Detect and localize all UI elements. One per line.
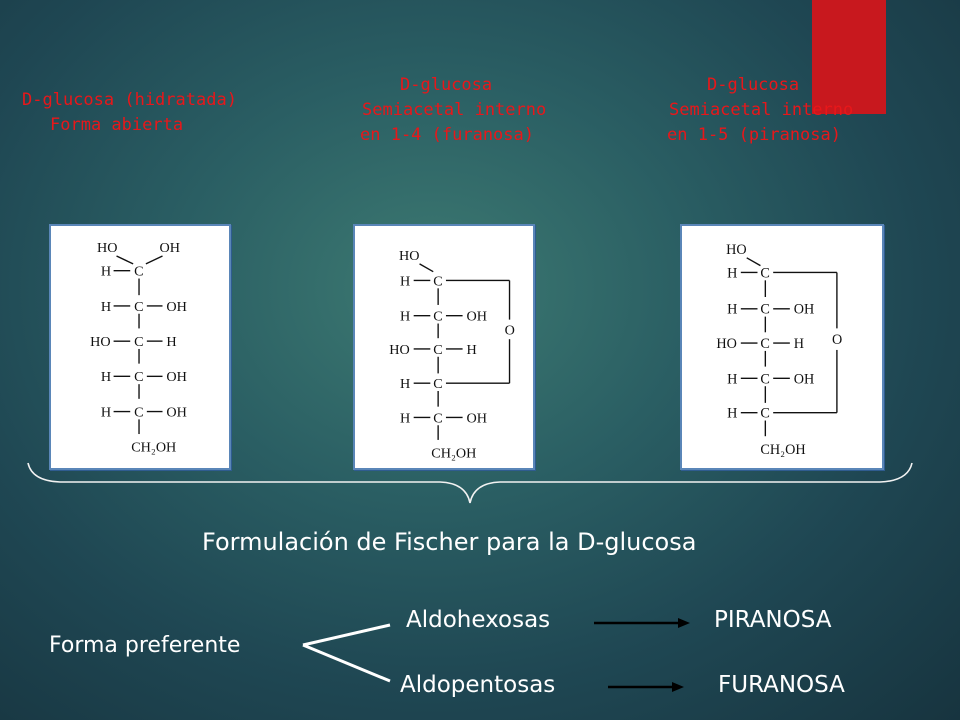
right-group: OH (466, 309, 486, 325)
fischer-title: Formulación de Fischer para la D-glucosa (202, 528, 697, 556)
right-group: H (466, 342, 476, 358)
left-atom: H (101, 369, 111, 385)
left-atom: H (400, 410, 410, 426)
right-group: H (794, 336, 804, 352)
caption-line: en 1-5 (piranosa) (667, 125, 841, 145)
left-atom: HO (90, 334, 110, 350)
carbon: C (433, 309, 442, 325)
carbon: C (134, 264, 143, 280)
left-atom: H (727, 371, 737, 387)
carbon: C (433, 342, 442, 358)
caption-line: Forma abierta (50, 115, 184, 135)
left-atom: HO (389, 342, 409, 358)
caption-furanosa: D-glucosa Semiacetal interno en 1-4 (fur… (360, 73, 546, 148)
carbon: C (760, 265, 769, 281)
ring-oxygen: O (505, 322, 515, 338)
carbon: C (134, 404, 143, 420)
right-group: OH (166, 299, 186, 315)
c1-oh-label: OH (160, 240, 180, 256)
left-atom: H (400, 376, 410, 392)
c1-ho-label: HO (726, 242, 747, 258)
left-atom: H (727, 406, 737, 422)
fischer-projection-piranosa: HO H C O H C OH HO C H H C (716, 242, 842, 458)
carbon: C (760, 302, 769, 318)
fischer-projection-furanosa: HO H C O H C OH HO C H H C (389, 248, 515, 462)
left-atom: H (101, 264, 111, 280)
left-atom: H (400, 309, 410, 325)
caption-line: D-glucosa (hidratada) (22, 90, 237, 110)
caption-line: Semiacetal interno (669, 100, 854, 120)
ch2oh-label: CH₂OH (760, 442, 805, 458)
caption-line: Semiacetal interno (362, 100, 547, 120)
left-atom: H (400, 273, 410, 289)
caption-open-form: D-glucosa (hidratada) Forma abierta (22, 88, 237, 138)
structure-card-open: HO OH H C H C OH HO C H H (49, 224, 231, 470)
aldohexosas-label: Aldohexosas (406, 607, 551, 633)
carbon: C (134, 369, 143, 385)
carbon: C (433, 376, 442, 392)
furanosa-label: FURANOSA (718, 672, 845, 698)
ch2oh-label: CH₂OH (431, 446, 476, 462)
left-atom: HO (716, 336, 737, 352)
aldopentosas-label: Aldopentosas (400, 672, 556, 698)
carbon: C (760, 406, 769, 422)
caption-line: D-glucosa (707, 75, 800, 95)
caption-line: D-glucosa (400, 75, 493, 95)
left-atom: H (101, 299, 111, 315)
right-group: OH (166, 404, 186, 420)
c1-ho-label: HO (97, 240, 117, 256)
c1-ho-label: HO (399, 248, 419, 264)
caption-piranosa: D-glucosa Semiacetal interno en 1-5 (pir… (667, 73, 853, 148)
right-group: OH (794, 302, 815, 318)
right-group: OH (794, 371, 815, 387)
right-group: OH (466, 410, 486, 426)
carbon: C (433, 273, 442, 289)
ring-oxygen: O (832, 332, 842, 348)
right-group: OH (166, 369, 186, 385)
carbon: C (760, 371, 769, 387)
left-atom: H (727, 302, 737, 318)
ch2oh-label: CH₂OH (131, 440, 176, 456)
left-atom: H (727, 265, 737, 281)
piranosa-label: PIRANOSA (714, 607, 832, 633)
accent-bar (812, 0, 886, 114)
fork-lines (302, 623, 391, 683)
arrow-right-icon (608, 682, 684, 692)
structure-card-piranosa: HO H C O H C OH HO C H H C (680, 224, 884, 470)
carbon: C (134, 299, 143, 315)
arrow-right-icon (594, 618, 690, 628)
left-atom: H (101, 404, 111, 420)
carbon: C (433, 410, 442, 426)
fischer-projection-open: HO OH H C H C OH HO C H H (90, 240, 187, 456)
formula-rows: H C H C OH HO C H H C OH (90, 264, 187, 435)
structure-card-furanosa: HO H C O H C OH HO C H H C (353, 224, 535, 470)
preferred-form-label: Forma preferente (49, 633, 241, 658)
carbon: C (134, 334, 143, 350)
carbon: C (760, 336, 769, 352)
right-group: H (166, 334, 176, 350)
caption-line: en 1-4 (furanosa) (360, 125, 534, 145)
